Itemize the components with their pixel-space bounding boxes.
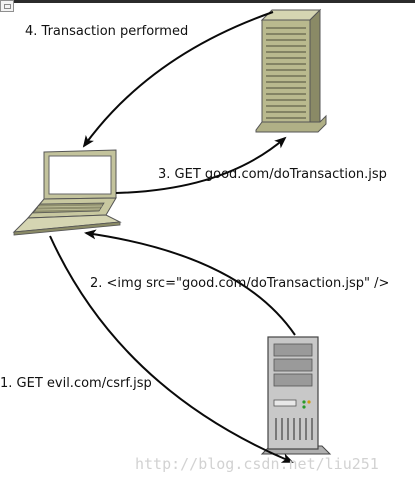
arrow-step3: [115, 136, 287, 194]
label-step1: 1. GET evil.com/csrf.jsp: [0, 376, 152, 391]
label-step3: 3. GET good.com/doTransaction.jsp: [158, 167, 387, 182]
evil-server-tower-icon: [260, 336, 332, 455]
laptop-icon: [12, 149, 122, 236]
window-top-border: [0, 0, 415, 3]
arrow-step4: [82, 11, 274, 148]
label-step4: 4. Transaction performed: [25, 24, 188, 39]
arrow-step2: [84, 229, 296, 336]
window-corner-icon: [0, 0, 14, 12]
label-step2: 2. <img src="good.com/doTransaction.jsp"…: [90, 276, 389, 291]
arrow-step1: [49, 235, 294, 463]
good-server-icon: [255, 8, 327, 133]
watermark-text: http://blog.csdn.net/liu251: [135, 455, 379, 473]
